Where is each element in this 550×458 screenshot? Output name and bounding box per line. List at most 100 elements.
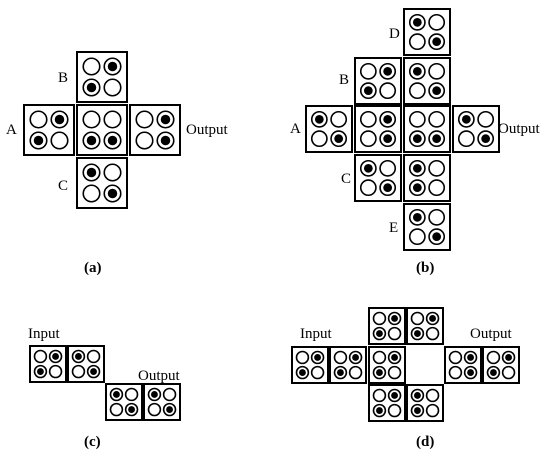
dot-core — [461, 114, 471, 124]
panel-a-tile-c — [76, 157, 128, 209]
empty-dot-icon — [310, 365, 325, 380]
dot-core — [86, 167, 97, 178]
dot-core — [337, 369, 344, 376]
dot-core — [151, 391, 158, 398]
tile-frame — [305, 105, 353, 153]
panel-d-tile-top1 — [368, 307, 406, 345]
empty-dot-icon — [448, 365, 463, 380]
dot-core — [107, 61, 118, 72]
tile-frame — [406, 384, 444, 422]
panel-a-caption: (a) — [84, 260, 102, 276]
panel-b-label-a: A — [290, 121, 301, 137]
empty-dot-icon — [425, 403, 440, 418]
dot-core — [86, 82, 97, 93]
dot-core — [363, 86, 373, 96]
empty-dot-icon — [82, 110, 101, 129]
dot-core — [391, 354, 398, 361]
empty-dot-icon — [333, 350, 348, 365]
panel-a-tile-b — [76, 51, 128, 103]
empty-dot-icon — [372, 311, 387, 326]
panel-b-tile-left-mid — [354, 105, 402, 153]
dot-core — [299, 369, 306, 376]
panel-d-tile-l2 — [329, 346, 367, 384]
empty-dot-icon — [387, 326, 402, 341]
panel-b-tile-output — [452, 105, 500, 153]
dot-core — [376, 407, 383, 414]
tile-frame — [444, 346, 482, 384]
dot-core — [383, 66, 393, 76]
panel-d-tile-l3 — [368, 346, 406, 384]
empty-dot-icon — [359, 130, 377, 148]
dot-core — [414, 392, 421, 399]
panel-c-label-output: Output — [138, 368, 181, 384]
empty-dot-icon — [428, 62, 446, 80]
panel-a-tile-center — [76, 104, 128, 156]
tile-frame — [368, 307, 406, 345]
panel-c-tile-t4 — [143, 383, 181, 421]
panel-b-label-d: D — [389, 26, 400, 42]
empty-dot-icon — [477, 110, 495, 128]
tile-frame — [76, 157, 128, 209]
dot-core — [467, 369, 474, 376]
tile-frame — [403, 105, 451, 153]
empty-dot-icon — [103, 78, 122, 97]
panel-b-tile-col-low — [403, 154, 451, 202]
panel-b-tile-col-top — [403, 57, 451, 105]
panel-d-tile-r1 — [444, 346, 482, 384]
tile-frame — [403, 8, 451, 56]
panel-a-label-b: B — [58, 70, 68, 86]
tile-frame — [403, 154, 451, 202]
panel-a-tile-output — [129, 104, 181, 156]
dot-core — [429, 315, 436, 322]
empty-dot-icon — [457, 130, 475, 148]
empty-dot-icon — [109, 402, 124, 417]
empty-dot-icon — [29, 110, 48, 129]
dot-core — [383, 134, 393, 144]
tile-frame — [105, 383, 143, 421]
tile-frame — [76, 104, 128, 156]
panel-d-label-input: Input — [300, 326, 332, 342]
dot-core — [376, 369, 383, 376]
dot-core — [481, 134, 491, 144]
tile-frame — [354, 154, 402, 202]
empty-dot-icon — [124, 387, 139, 402]
panel-c-tile-t3 — [105, 383, 143, 421]
dot-core — [314, 354, 321, 361]
dot-core — [412, 17, 422, 27]
dot-core — [414, 407, 421, 414]
dot-core — [75, 353, 82, 360]
empty-dot-icon — [428, 179, 446, 197]
dot-core — [363, 163, 373, 173]
empty-dot-icon — [359, 179, 377, 197]
panel-c-tile-t1 — [29, 345, 67, 383]
tile-frame — [291, 346, 329, 384]
panel-b-tile-b — [354, 57, 402, 105]
empty-dot-icon — [33, 349, 48, 364]
panel-a-label-a: A — [6, 122, 17, 138]
empty-dot-icon — [428, 110, 446, 128]
dot-core — [412, 163, 422, 173]
empty-dot-icon — [359, 62, 377, 80]
empty-dot-icon — [428, 13, 446, 31]
tile-frame — [452, 105, 500, 153]
panel-b-caption: (b) — [416, 260, 434, 276]
tile-frame — [354, 105, 402, 153]
panel-d-tile-bot1 — [368, 384, 406, 422]
dot-core — [414, 330, 421, 337]
empty-dot-icon — [147, 402, 162, 417]
empty-dot-icon — [71, 364, 86, 379]
dot-core — [432, 37, 442, 47]
panel-c-label-input: Input — [28, 326, 60, 342]
empty-dot-icon — [348, 365, 363, 380]
empty-dot-icon — [330, 110, 348, 128]
empty-dot-icon — [135, 131, 154, 150]
empty-dot-icon — [408, 82, 426, 100]
tile-frame — [29, 345, 67, 383]
tiles-layer — [23, 8, 520, 422]
empty-dot-icon — [448, 350, 463, 365]
panel-d-label-output: Output — [470, 326, 513, 342]
panel-b-tile-e — [403, 203, 451, 251]
empty-dot-icon — [486, 350, 501, 365]
empty-dot-icon — [103, 163, 122, 182]
empty-dot-icon — [48, 364, 63, 379]
